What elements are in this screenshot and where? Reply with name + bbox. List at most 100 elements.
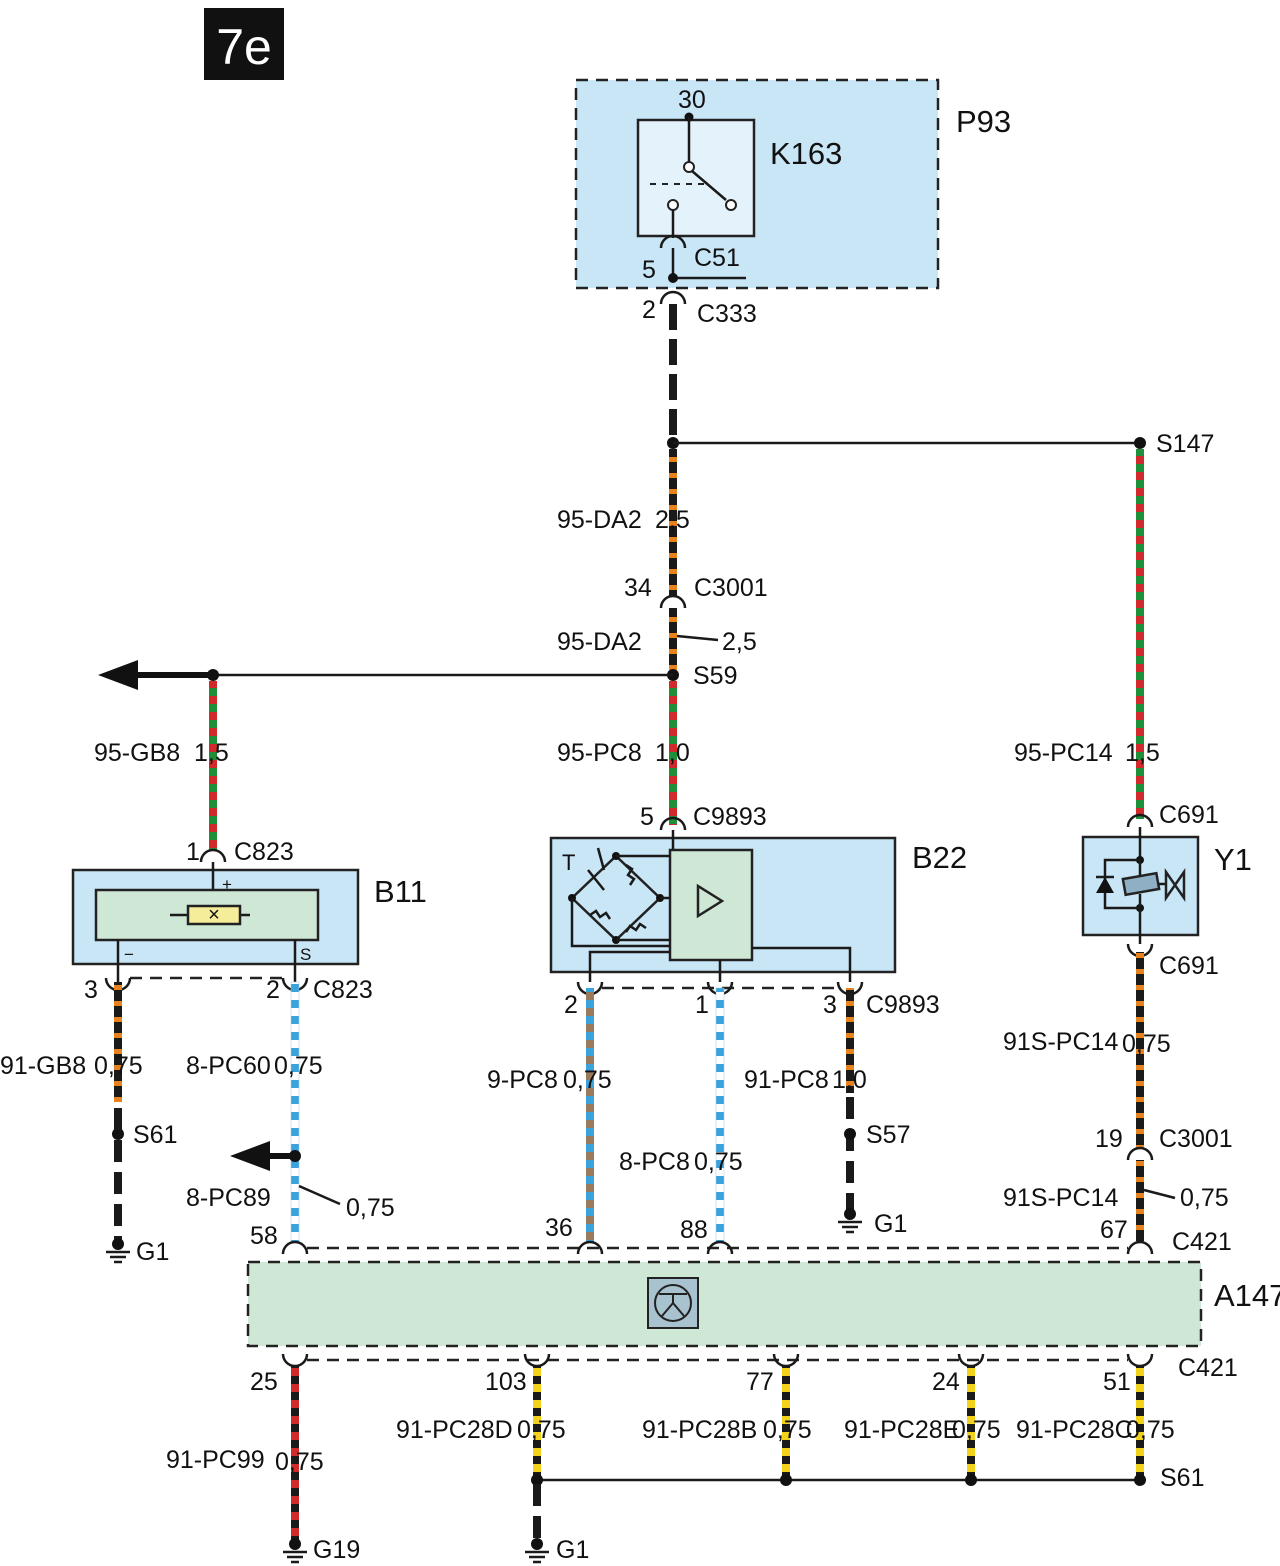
wire-95-pc14 — [1136, 449, 1144, 819]
solenoid-coil-icon — [1121, 871, 1161, 897]
b11-sensor: B11 + × − S — [71, 862, 427, 982]
wire-91-pc99 — [291, 1366, 299, 1542]
connector-c333: 2 C333 — [642, 290, 757, 328]
svg-text:36: 36 — [545, 1214, 573, 1242]
wire-91-pc28e-size: 0,75 — [952, 1416, 1001, 1444]
connector-c9893-bottom: 2 1 3 C9893 — [564, 981, 940, 1019]
k163-relay: K163 30 — [636, 86, 842, 238]
wire-91s-pc14-lower-size: 0,75 — [1180, 1184, 1229, 1212]
svg-text:3: 3 — [84, 976, 98, 1004]
ground-g1-bottom: G1 — [525, 1536, 589, 1564]
connector-c9893-top: 5 C9893 — [640, 803, 767, 831]
svg-text:C333: C333 — [697, 300, 757, 328]
wire-91-pc28c-code: 91-PC28C — [1016, 1416, 1133, 1444]
svg-text:2: 2 — [564, 991, 578, 1019]
arrow-left-icon — [230, 1141, 270, 1171]
svg-text:C691: C691 — [1159, 952, 1219, 980]
transistor-icon — [654, 1284, 692, 1322]
wire-95-pc14-code: 95-PC14 — [1014, 739, 1113, 767]
wire-91-pc99-size: 0,75 — [275, 1448, 324, 1476]
wire-95-da2-lower-code: 95-DA2 — [557, 628, 642, 656]
wire-91-pc28d — [533, 1366, 541, 1476]
relay-contact-com — [667, 199, 679, 211]
b22-amplifier — [668, 848, 754, 962]
connector-c3001-top: 34 C3001 — [624, 574, 768, 609]
splice-s57 — [844, 1128, 856, 1140]
wire-91-pc8 — [846, 988, 854, 1093]
connector-c823-bottom: 3 2 C823 — [84, 976, 373, 1004]
svg-text:G1: G1 — [556, 1536, 589, 1564]
wire-91s-pc14-code: 91S-PC14 — [1003, 1028, 1118, 1056]
svg-text:C823: C823 — [234, 838, 294, 866]
svg-text:C3001: C3001 — [1159, 1125, 1233, 1153]
b11-plus: + — [222, 875, 232, 894]
svg-text:5: 5 — [640, 803, 654, 831]
cross-icon: × — [208, 904, 220, 926]
y1-valve: Y1 — [1081, 827, 1252, 944]
wire-91-gb8-code: 91-GB8 — [0, 1052, 86, 1080]
pin-label: 30 — [678, 86, 706, 114]
relay-switch-arm — [691, 170, 727, 201]
wire-8-pc8 — [715, 987, 725, 1243]
svg-text:67: 67 — [1100, 1216, 1128, 1244]
b11-element — [186, 904, 242, 926]
k163-label: K163 — [770, 136, 842, 171]
connector-c421-bottom: 25 103 77 24 51 C421 — [250, 1353, 1238, 1396]
wire-8-pc89-size: 0,75 — [346, 1194, 395, 1222]
connector-c421-top: 58 36 88 67 C421 — [250, 1214, 1232, 1256]
svg-text:1: 1 — [695, 991, 709, 1019]
wire-91-pc28b-code: 91-PC28B — [642, 1416, 757, 1444]
wire-91-pc8-size: 1,0 — [832, 1066, 867, 1094]
connector-c691-bottom: C691 — [1126, 943, 1219, 980]
ground-g19: G19 — [283, 1536, 360, 1564]
wire-91-gb8-size: 0,75 — [94, 1052, 143, 1080]
wire-95-gb8-code: 95-GB8 — [94, 739, 180, 767]
wire-91s-pc14-upper — [1136, 952, 1144, 1148]
page-label: 7e — [204, 8, 284, 80]
wire-91-pc28e-code: 91-PC28E — [844, 1416, 959, 1444]
splice-s61-bottom — [1134, 1474, 1146, 1486]
wire-95-pc8-size: 1,0 — [655, 739, 690, 767]
y1-label: Y1 — [1214, 842, 1252, 877]
amplifier-icon — [696, 883, 725, 919]
b11-minus: − — [124, 945, 134, 964]
wire-95-da2-lower — [669, 608, 677, 670]
svg-text:G1: G1 — [874, 1210, 907, 1238]
svg-text:103: 103 — [485, 1368, 527, 1396]
svg-text:3: 3 — [823, 991, 837, 1019]
svg-text:34: 34 — [624, 574, 652, 602]
splice-s61-bottom-label: S61 — [1160, 1464, 1204, 1492]
svg-text:58: 58 — [250, 1222, 278, 1250]
wire-8-pc60-size: 0,75 — [274, 1052, 323, 1080]
wire-8-pc60 — [290, 981, 300, 1243]
wire-9-pc8-code: 9-PC8 — [487, 1066, 558, 1094]
wire-91-pc8-code: 91-PC8 — [744, 1066, 829, 1094]
connector-c823-top: 1 C823 — [186, 838, 294, 866]
splice-s61-left-label: S61 — [133, 1121, 177, 1149]
wire-91s-pc14-lower — [1136, 1160, 1144, 1242]
wire-91-pc28d-size: 0,75 — [517, 1416, 566, 1444]
wire-91s-pc14-lower-code: 91S-PC14 — [1003, 1184, 1118, 1212]
wire-size-leader — [298, 1184, 341, 1206]
wire-8-pc8-size: 0,75 — [694, 1148, 743, 1176]
svg-text:C421: C421 — [1178, 1354, 1238, 1382]
connector-c691-top: C691 — [1126, 801, 1219, 829]
b22-t: T — [562, 850, 575, 875]
wire-91-pc28b-size: 0,75 — [763, 1416, 812, 1444]
wire-91-gb8 — [114, 982, 122, 1102]
svg-text:C51: C51 — [694, 244, 740, 272]
wire-9-pc8-size: 0,75 — [563, 1066, 612, 1094]
wire-95-pc8 — [669, 681, 677, 825]
svg-text:19: 19 — [1095, 1125, 1123, 1153]
svg-text:77: 77 — [746, 1368, 774, 1396]
b22-label: B22 — [912, 840, 967, 875]
wire-95-pc14-size: 1,5 — [1125, 739, 1160, 767]
wire-size-leader — [676, 634, 719, 642]
svg-text:5: 5 — [642, 256, 656, 284]
svg-text:2: 2 — [266, 976, 280, 1004]
p93-label: P93 — [956, 104, 1011, 139]
svg-text:2: 2 — [642, 296, 656, 324]
wire-91-pc28d-code: 91-PC28D — [396, 1416, 513, 1444]
wire-size-leader — [1143, 1188, 1176, 1200]
wire-95-da2-upper — [669, 449, 677, 596]
